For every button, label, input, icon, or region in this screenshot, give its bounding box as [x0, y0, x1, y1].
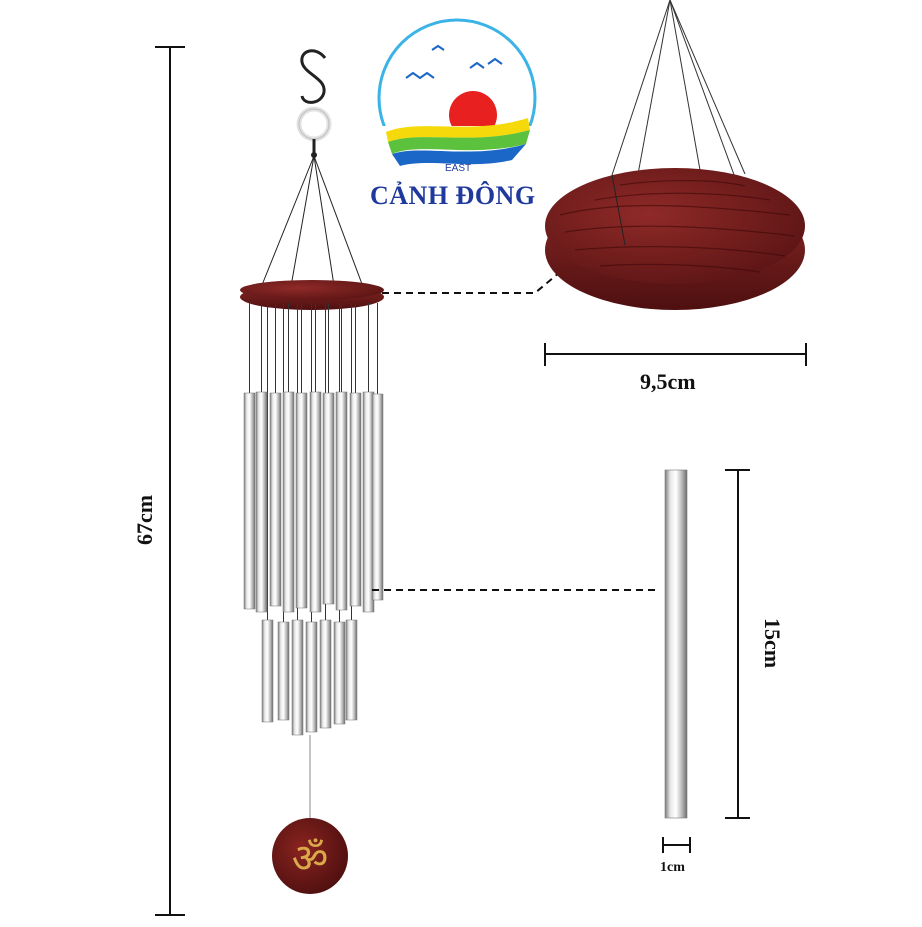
metal-tubes [243, 391, 384, 736]
chime-tube [322, 392, 335, 605]
chime-tube [319, 619, 332, 729]
tube-length-dimension [725, 469, 750, 819]
om-symbol-icon: ॐ [272, 818, 348, 894]
total-height-label: 67cm [132, 494, 157, 546]
chime-tube [349, 392, 362, 607]
s-hook-icon [300, 49, 327, 104]
brand-name: CẢNH ĐÔNG [370, 181, 536, 210]
chime-tube [333, 621, 346, 725]
chime-tube [309, 391, 322, 613]
large-disc-detail [545, 0, 805, 310]
chime-tube [243, 392, 256, 610]
chime-tube [335, 391, 348, 611]
chime-tube [295, 392, 308, 609]
svg-text:ॐ: ॐ [292, 836, 328, 882]
brand-subtitle: EAST [445, 163, 472, 174]
chime-tube [261, 619, 274, 723]
chime-tube [269, 392, 282, 607]
hanging-strings [261, 155, 363, 293]
chime-tube [277, 621, 290, 721]
disc-diameter-label: 9,5cm [640, 369, 696, 394]
chime-tube [371, 393, 384, 601]
ring-icon [296, 106, 332, 142]
metal-tube-icon [664, 469, 688, 819]
chime-tube [345, 619, 358, 721]
tube-diameter-label: 1cm [660, 860, 685, 875]
chime-tube [255, 391, 268, 613]
chime-tube [291, 619, 304, 736]
disc-diameter-dimension [544, 343, 807, 366]
tube-diameter-dimension [662, 837, 691, 853]
chime-tube [282, 391, 295, 613]
chime-tube [305, 621, 318, 733]
total-height-dimension [155, 46, 185, 916]
disc-connector-line [382, 271, 561, 294]
brand-logo [377, 18, 537, 186]
tube-length-label: 15cm [760, 617, 785, 669]
